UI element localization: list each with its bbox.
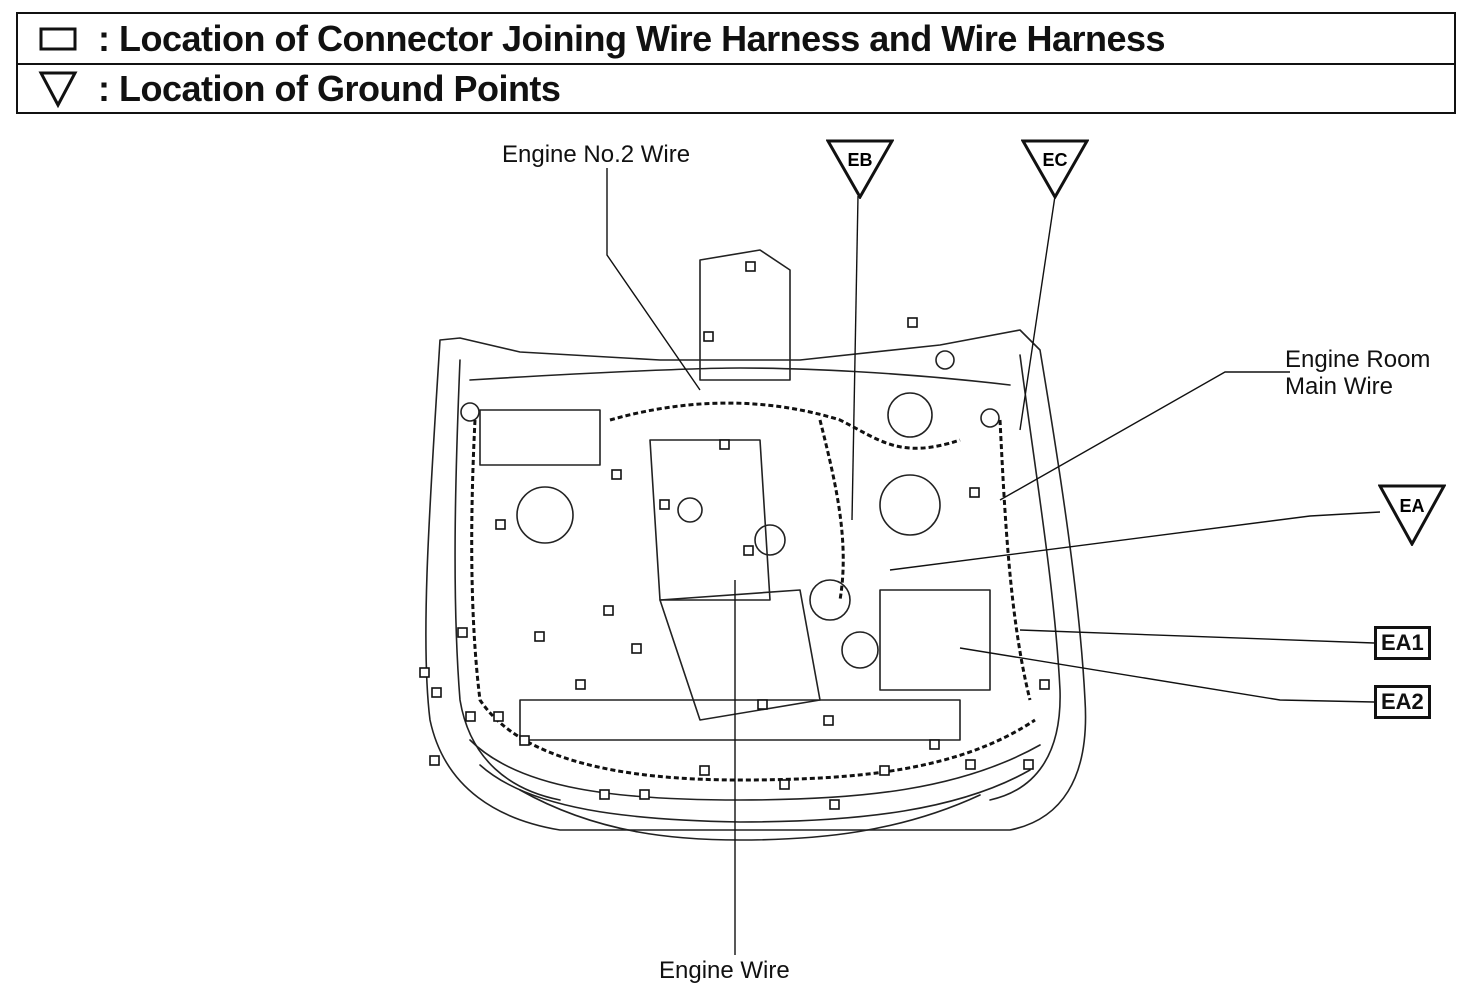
radiator [519,699,961,741]
strut-left [516,486,574,544]
legend-row-ground: : Location of Ground Points [18,64,1454,113]
reservoir-cap [887,392,933,438]
harness-center [818,419,845,601]
legend-ground-text: : Location of Ground Points [98,67,561,109]
strut-right [879,474,941,536]
ground-label-ec: EC [1042,150,1067,170]
leader-ea [889,511,1381,571]
fender-right [989,354,1061,801]
harness-front [470,419,1036,782]
engine-wire-label: Engine Wire [659,957,790,984]
connector-square-icon [18,16,98,62]
leader-ec [1019,195,1056,431]
harness-top [609,401,961,450]
battery [479,409,601,466]
engine-no2-wire-label: Engine No.2 Wire [502,141,691,168]
leader-engine-room-main-wire [999,371,1290,501]
harness-right [998,419,1032,701]
ground-triangle-eb: EB [826,139,894,199]
connector-label-ea1: EA1 [1374,626,1431,660]
ground-label-ea: EA [1399,496,1424,516]
legend-row-connector: : Location of Connector Joining Wire Har… [18,14,1454,65]
leader-ea2 [959,647,1375,703]
ground-triangle-ec: EC [1021,139,1089,199]
bumper-line-1 [469,739,1041,801]
fender-left [454,359,561,801]
connector-label-ea2: EA2 [1374,685,1431,719]
leader-engine-no2-wire [606,168,701,391]
engine-room-main-wire-label-line1: Engine Room [1285,346,1431,373]
legend-box: : Location of Connector Joining Wire Har… [16,12,1456,114]
cowl [469,367,1011,386]
ground-triangle-ea: EA [1378,484,1446,546]
bumper-line-3 [519,789,981,841]
hood-outline [425,329,1087,831]
legend-connector-text: : Location of Connector Joining Wire Har… [98,17,1166,59]
ground-label-eb: EB [847,150,872,170]
air-duct [699,249,791,381]
relay-box [879,589,991,691]
engine-room-main-wire-label-line2: Main Wire [1285,373,1394,400]
ground-triangle-icon [18,66,98,112]
leader-ea1 [1019,629,1375,644]
bumper-line-2 [479,764,1031,823]
leader-eb [851,195,859,521]
plenum [649,439,771,601]
